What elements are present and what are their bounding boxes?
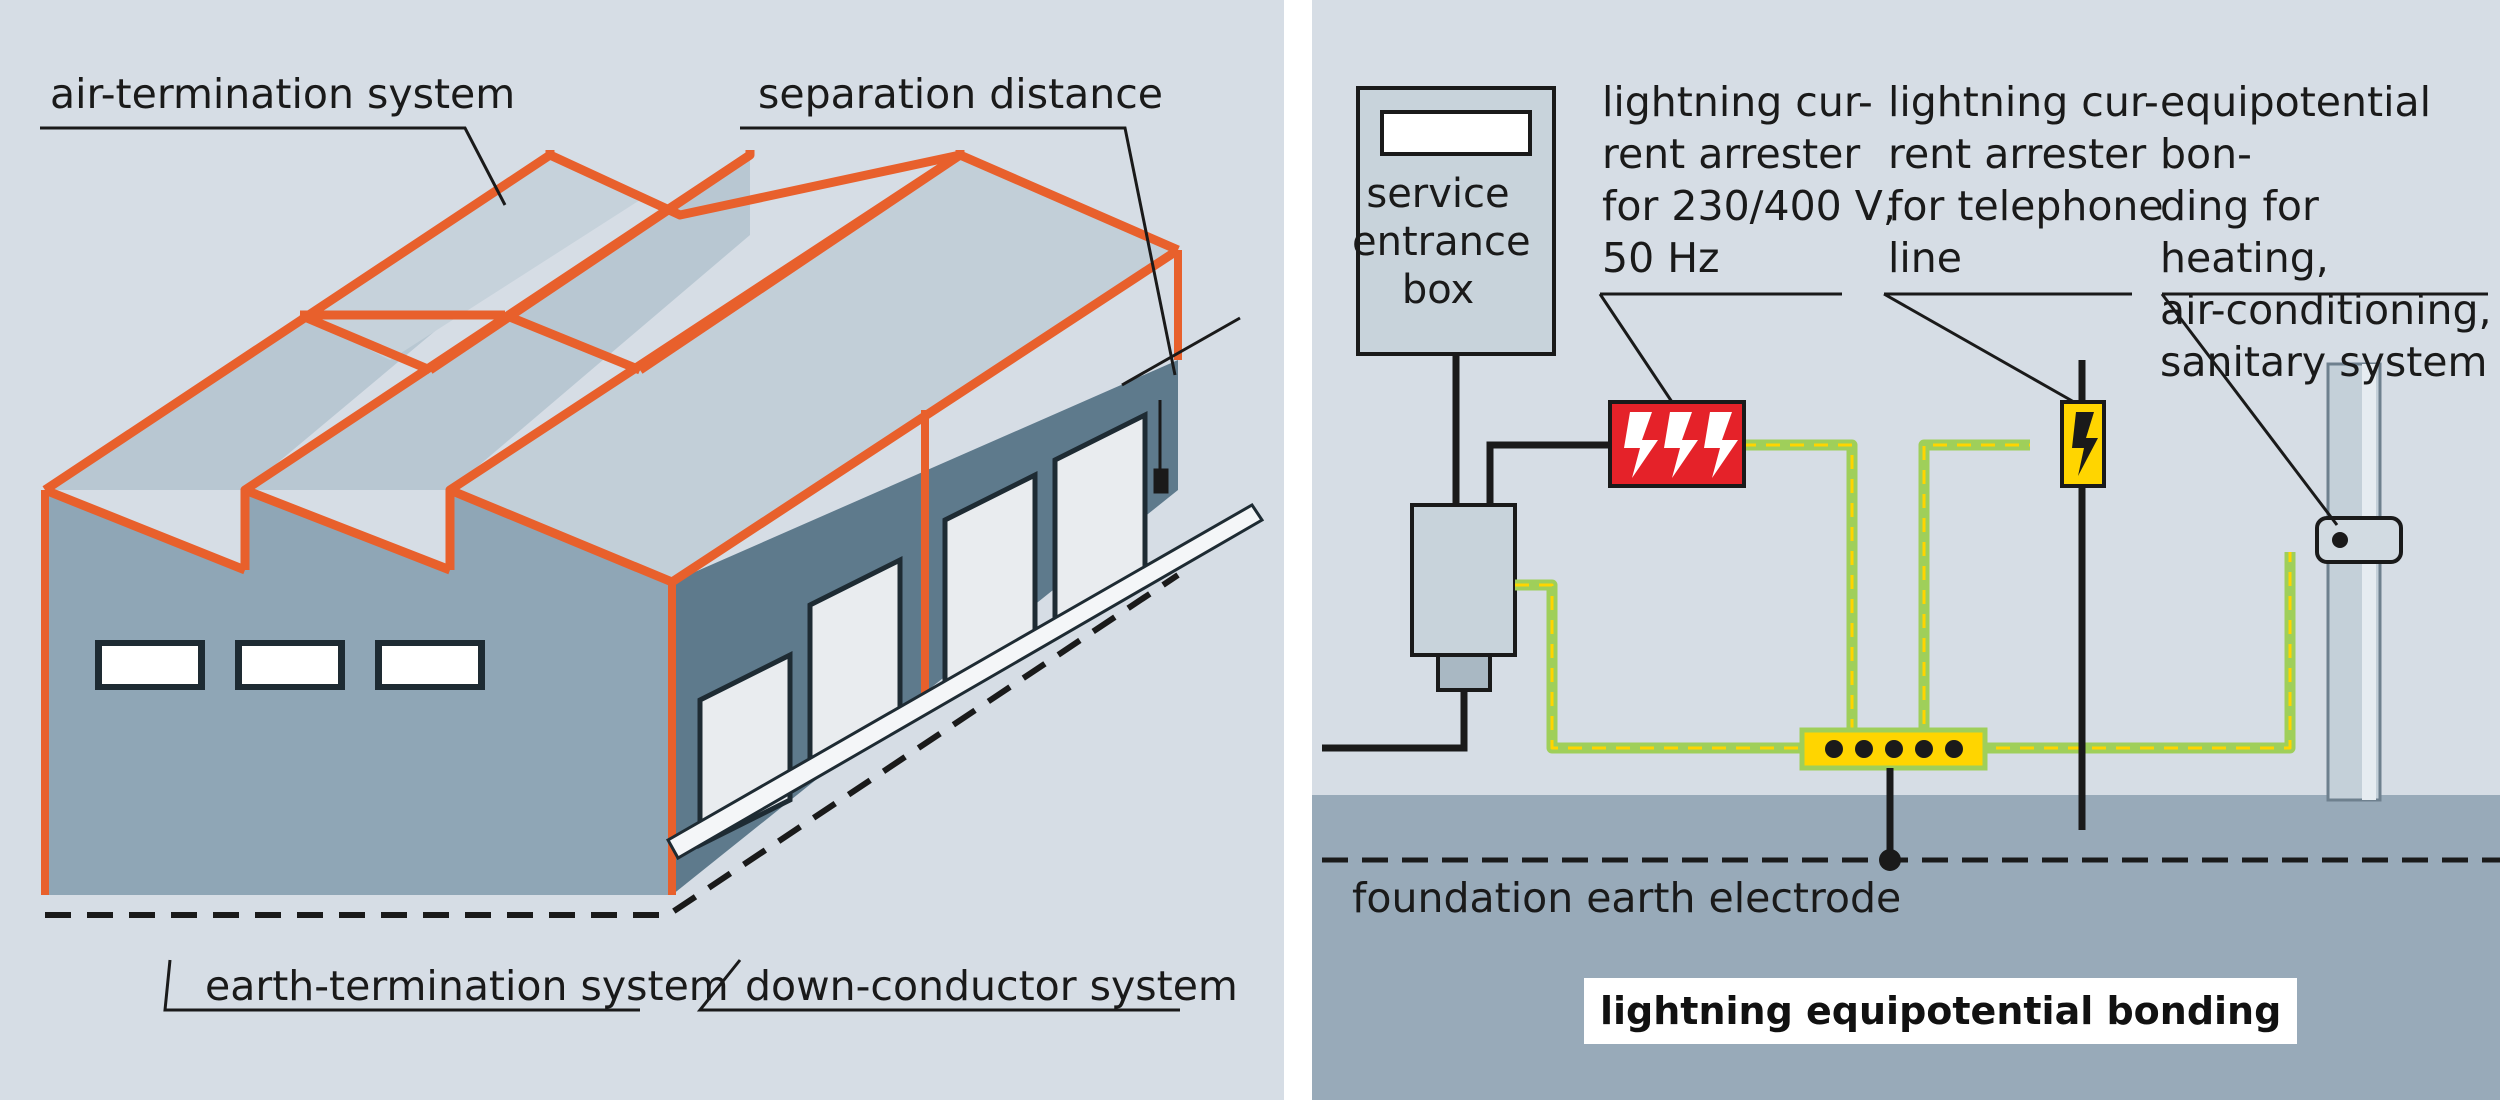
pipe-clamp-icon	[2315, 516, 2403, 564]
door-icon	[697, 410, 1148, 850]
building-illustration	[40, 126, 1265, 1012]
bonding-conductors	[1515, 439, 2296, 754]
equipotential-heating-label: equipotential bon- ding for heating, air…	[2160, 78, 2492, 386]
bonding-illustration	[1312, 86, 2500, 1100]
foundation-electrode-label: foundation earth electrode	[1352, 874, 1902, 922]
lightning-protection-building-diagram: air-termination system separation distan…	[0, 0, 1284, 1100]
main-distribution-device	[1410, 503, 1517, 692]
roof-surface-3	[450, 155, 1178, 582]
service-entrance-box	[1356, 86, 1556, 356]
diagram-title: lightning equipotential bonding	[1584, 978, 2298, 1044]
ground	[1312, 795, 2500, 1100]
lightning-bolt-icon	[2060, 400, 2106, 488]
window-icon	[95, 640, 485, 690]
service-entrance-box-label: service entrance box	[1352, 171, 1531, 313]
arrester-telephone-label: lightning cur- rent arrester for telepho…	[1888, 78, 2164, 282]
equipotential-bonding-bar	[1799, 727, 1988, 771]
leader-lines	[40, 126, 1180, 1012]
down-conductor-label: down-conductor system	[745, 962, 1238, 1010]
separation-distance-marker	[1121, 316, 1241, 494]
arrester-power-label: lightning cur- rent arrester for 230/400…	[1602, 78, 1896, 282]
earth-termination-line	[45, 572, 1180, 918]
air-termination-label: air-termination system	[50, 70, 516, 118]
lightning-bolt-icon	[1608, 400, 1746, 488]
walkway	[665, 503, 1265, 861]
separation-distance-label: separation distance	[758, 70, 1164, 118]
equipotential-bonding-diagram: service entrance box lightning cur- rent…	[1312, 0, 2500, 1100]
pipe	[2326, 362, 2382, 802]
leader-lines	[1598, 292, 2488, 526]
roof-surface-far	[300, 155, 640, 360]
air-termination-conductors	[42, 150, 1181, 587]
earth-termination-label: earth-termination system	[205, 962, 729, 1010]
gable-wall	[45, 490, 672, 895]
